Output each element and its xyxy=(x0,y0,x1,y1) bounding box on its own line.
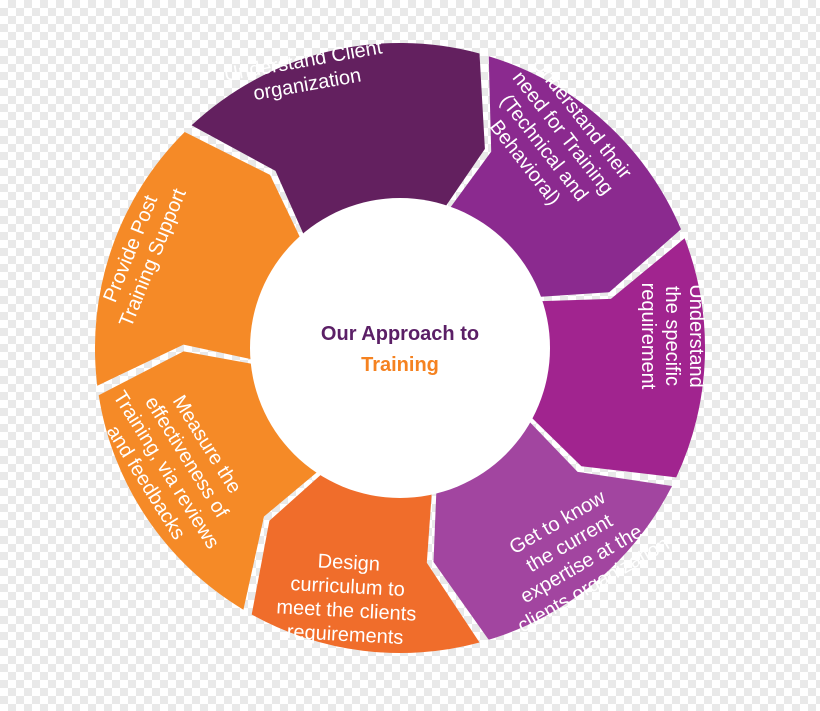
center-disc xyxy=(250,198,550,498)
segment-design-curriculum xyxy=(251,459,480,654)
segment-understand-requirement xyxy=(515,238,706,478)
label-line: the specific xyxy=(661,286,683,386)
center-title-line1: Our Approach to xyxy=(321,323,479,345)
center-title-line2: Training xyxy=(361,354,439,376)
label-line: requirements xyxy=(286,621,404,649)
label-line: Design xyxy=(317,550,380,575)
label-line: Understand xyxy=(685,284,707,387)
label-line: requirement xyxy=(637,283,659,390)
